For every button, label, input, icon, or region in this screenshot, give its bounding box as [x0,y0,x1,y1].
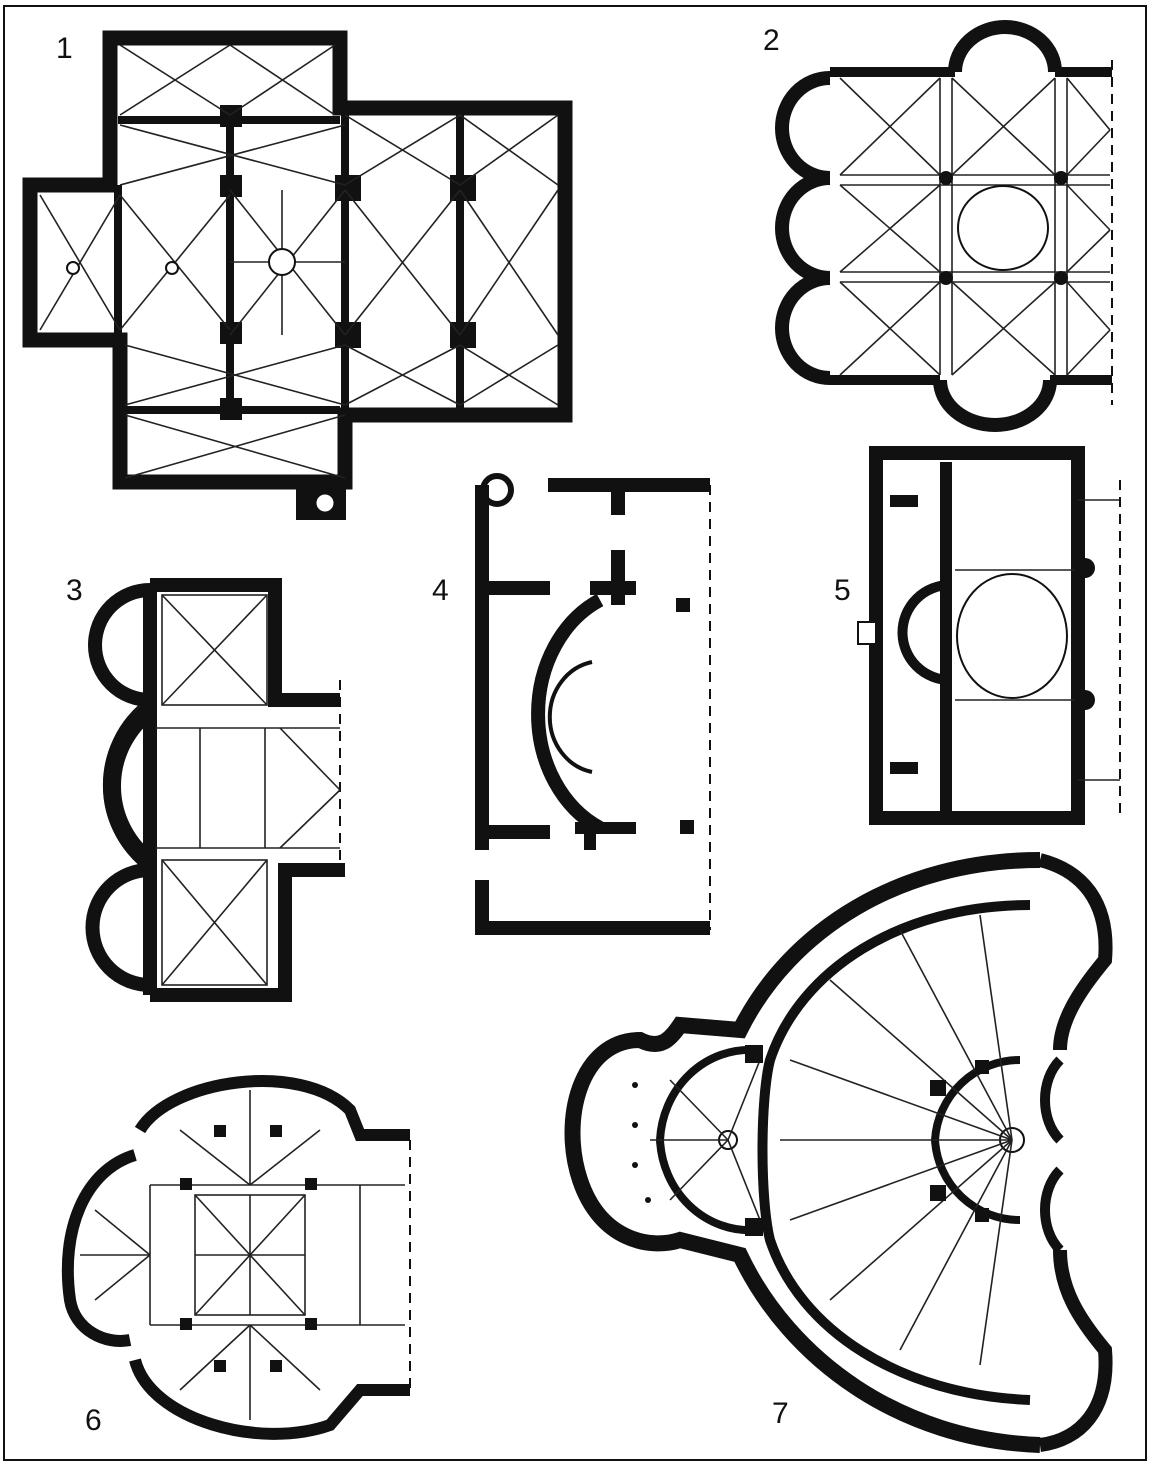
plan-7: 7 [564,852,1113,1453]
plan-7-radiating-ribs [650,914,1013,1366]
plan-number-7: 7 [772,1397,789,1430]
plate-border [3,5,1147,1461]
plan-1-walls [22,30,573,490]
plan-4: 4 [432,473,711,935]
plan-6-vault-ribs [80,1090,405,1420]
plan-2: 2 [763,20,1113,432]
plan-5-vault-lines [955,499,1120,781]
plan-number-4: 4 [432,574,449,607]
plan-number-6: 6 [85,1404,102,1437]
plan-number-1: 1 [56,32,73,65]
plan-2-vault-grid [839,77,1111,376]
plan-1-vault-ribs [39,44,559,479]
plan-1: 1 [22,30,573,520]
plan-6: 6 [61,1075,411,1440]
plan-3-vault-ribs [155,594,341,986]
plan-number-5: 5 [834,574,851,607]
plan-number-2: 2 [763,24,780,57]
plan-5: 5 [834,446,1121,825]
plan-3: 3 [66,574,345,1002]
plan-number-3: 3 [66,574,83,607]
plan-1-piers [220,105,476,420]
